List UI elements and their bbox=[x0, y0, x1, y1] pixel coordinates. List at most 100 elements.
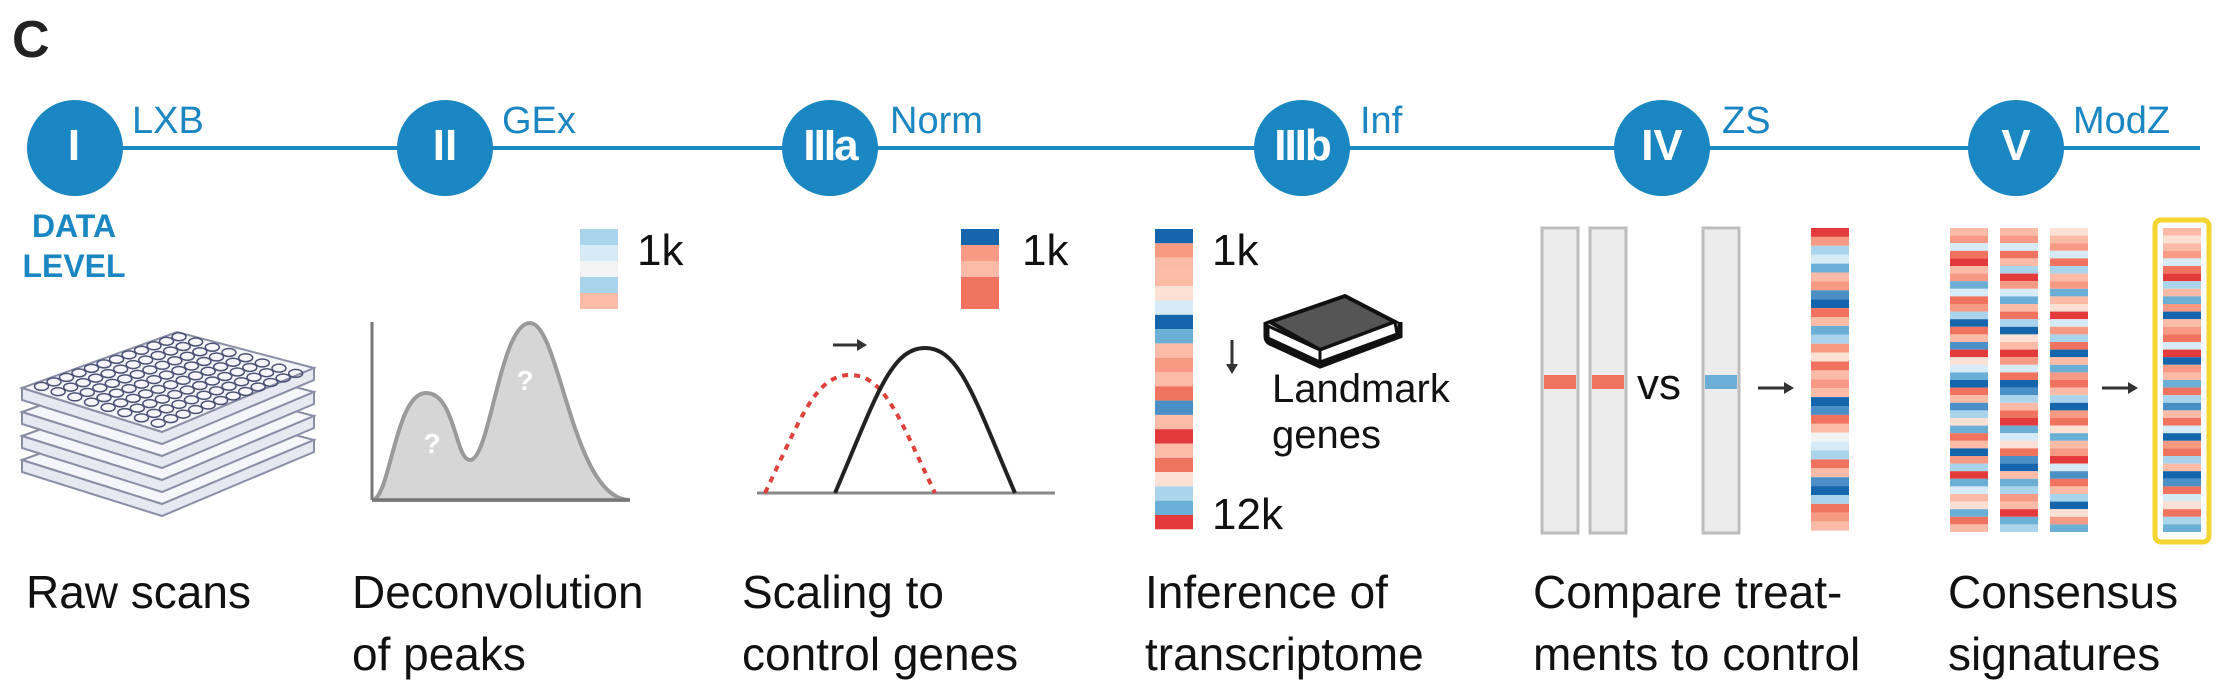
stage-num-2: II bbox=[432, 121, 458, 170]
stage-num-4: IIIb bbox=[1274, 121, 1332, 170]
plate-well bbox=[117, 407, 133, 418]
stage4-strip-cell-18 bbox=[1155, 486, 1193, 501]
plate-well bbox=[171, 332, 187, 342]
plate-well bbox=[121, 383, 137, 394]
replicate-1-cell-10 bbox=[1950, 304, 1988, 312]
replicate-3-cell-38 bbox=[2050, 516, 2088, 525]
consensus-strip bbox=[2152, 217, 2212, 545]
consensus-strip-cell-30 bbox=[2163, 456, 2201, 464]
replicate-1-cell-1 bbox=[1950, 235, 1988, 244]
replicate-2-cell-35 bbox=[2000, 494, 2038, 502]
stage4-strip-cell-5 bbox=[1155, 300, 1193, 315]
plate-well bbox=[79, 387, 96, 398]
plate-well bbox=[250, 382, 266, 392]
stage5-strip-cell-26 bbox=[1811, 459, 1849, 469]
consensus-strip-cell-35 bbox=[2163, 494, 2201, 502]
stage-num-6: V bbox=[2001, 121, 2031, 170]
stage2-color-strip bbox=[580, 229, 618, 309]
stage5-strip-cell-4 bbox=[1811, 263, 1849, 273]
replicate-3-cell-8 bbox=[2050, 288, 2088, 297]
replicate-3-cell-21 bbox=[2050, 387, 2088, 396]
replicate-3-cell-13 bbox=[2050, 326, 2088, 335]
stage5-strip-cell-8 bbox=[1811, 299, 1849, 309]
plate-well bbox=[175, 341, 191, 352]
replicate-2-cell-6 bbox=[2000, 273, 2038, 282]
plate-well bbox=[108, 354, 125, 365]
replicate-2-cell-12 bbox=[2000, 319, 2038, 327]
plate-well bbox=[221, 347, 237, 358]
consensus-strip-cell-17 bbox=[2163, 357, 2201, 365]
replicate-3-cell-34 bbox=[2050, 486, 2088, 494]
stage5-strip-cell-28 bbox=[1811, 477, 1849, 487]
plate-well bbox=[200, 366, 216, 377]
data-level-label: DATA LEVEL bbox=[14, 206, 134, 286]
stage5-strip-cell-29 bbox=[1811, 486, 1849, 495]
replicate-1-cell-16 bbox=[1950, 349, 1988, 358]
stage4-strip-cell-8 bbox=[1155, 343, 1193, 358]
data-level-line-2: LEVEL bbox=[22, 248, 126, 284]
plate-well bbox=[158, 404, 175, 414]
plate-well bbox=[187, 371, 204, 381]
replicate-2-cell-37 bbox=[2000, 509, 2038, 517]
replicate-2-cell-5 bbox=[2000, 266, 2038, 274]
caption-6-line-1: Consensus bbox=[1948, 566, 2179, 618]
plate-well bbox=[237, 352, 254, 363]
stage5-strip-cell-19 bbox=[1811, 397, 1849, 406]
plate-well bbox=[225, 357, 241, 367]
replicate-2-cell-4 bbox=[2000, 258, 2038, 266]
replicate-1-cell-31 bbox=[1950, 463, 1988, 472]
plate-side-1 bbox=[21, 438, 315, 518]
replicate-1-cell-0 bbox=[1950, 228, 1988, 236]
plate-stack-icon bbox=[18, 330, 318, 518]
stage4-bottom-count-label: 12k bbox=[1212, 490, 1283, 539]
plate-well bbox=[162, 346, 179, 356]
stage5-strip-cell-9 bbox=[1811, 308, 1849, 317]
replicate-1-cell-21 bbox=[1950, 387, 1988, 396]
replicate-1-cell-35 bbox=[1950, 494, 1988, 502]
stage3-strip-cell-3 bbox=[961, 277, 999, 293]
plate-well bbox=[221, 381, 237, 391]
consensus-strip-cell-5 bbox=[2163, 266, 2201, 274]
replicate-3-cell-27 bbox=[2050, 433, 2088, 441]
plate-well bbox=[150, 350, 166, 361]
replicate-1-cell-25 bbox=[1950, 418, 1988, 426]
control-curve-dotted bbox=[763, 372, 937, 494]
stage4-strip-cell-16 bbox=[1155, 457, 1193, 473]
plate-well bbox=[175, 375, 191, 386]
caption-1: Raw scans bbox=[26, 561, 251, 623]
stage-tag-2: GEx bbox=[502, 100, 576, 142]
stage5-strip-cell-16 bbox=[1811, 370, 1849, 380]
replicate-2-cell-22 bbox=[2000, 395, 2038, 403]
plate-well bbox=[154, 360, 171, 371]
replicate-3-cell-0 bbox=[2050, 228, 2088, 236]
plate-well bbox=[83, 363, 100, 374]
consensus-strip-cell-10 bbox=[2163, 304, 2201, 312]
plate-well bbox=[87, 373, 104, 383]
down-arrow-icon bbox=[1226, 340, 1238, 374]
plate-well bbox=[71, 368, 87, 378]
plate-well bbox=[237, 386, 254, 397]
replicate-1-cell-14 bbox=[1950, 334, 1988, 342]
stage5-strip-cell-6 bbox=[1811, 281, 1849, 291]
plate-side-3 bbox=[21, 390, 315, 470]
plate-well bbox=[204, 376, 221, 386]
consensus-strip-cell-23 bbox=[2163, 402, 2201, 411]
replicate-1-cell-8 bbox=[1950, 288, 1988, 297]
plate-well bbox=[146, 408, 162, 419]
replicate-2-cell-0 bbox=[2000, 228, 2038, 236]
stage4-strip-cell-12 bbox=[1155, 400, 1193, 415]
stage-num-3: IIIa bbox=[803, 121, 858, 170]
plate-well bbox=[112, 364, 129, 374]
plate-well bbox=[187, 404, 204, 415]
plate-well bbox=[67, 392, 83, 402]
plate-well bbox=[175, 409, 191, 419]
stage2-strip-cell-4 bbox=[580, 293, 618, 309]
replicate-3-cell-3 bbox=[2050, 250, 2088, 259]
plate-well bbox=[133, 379, 150, 389]
stage5-strip-cell-20 bbox=[1811, 406, 1849, 415]
replicate-1-cell-9 bbox=[1950, 296, 1988, 304]
stage2-strip-cell-0 bbox=[580, 229, 618, 245]
consensus-strip-cell-25 bbox=[2163, 418, 2201, 426]
replicate-2-cell-23 bbox=[2000, 402, 2038, 411]
replicate-3-cell-35 bbox=[2050, 494, 2088, 502]
